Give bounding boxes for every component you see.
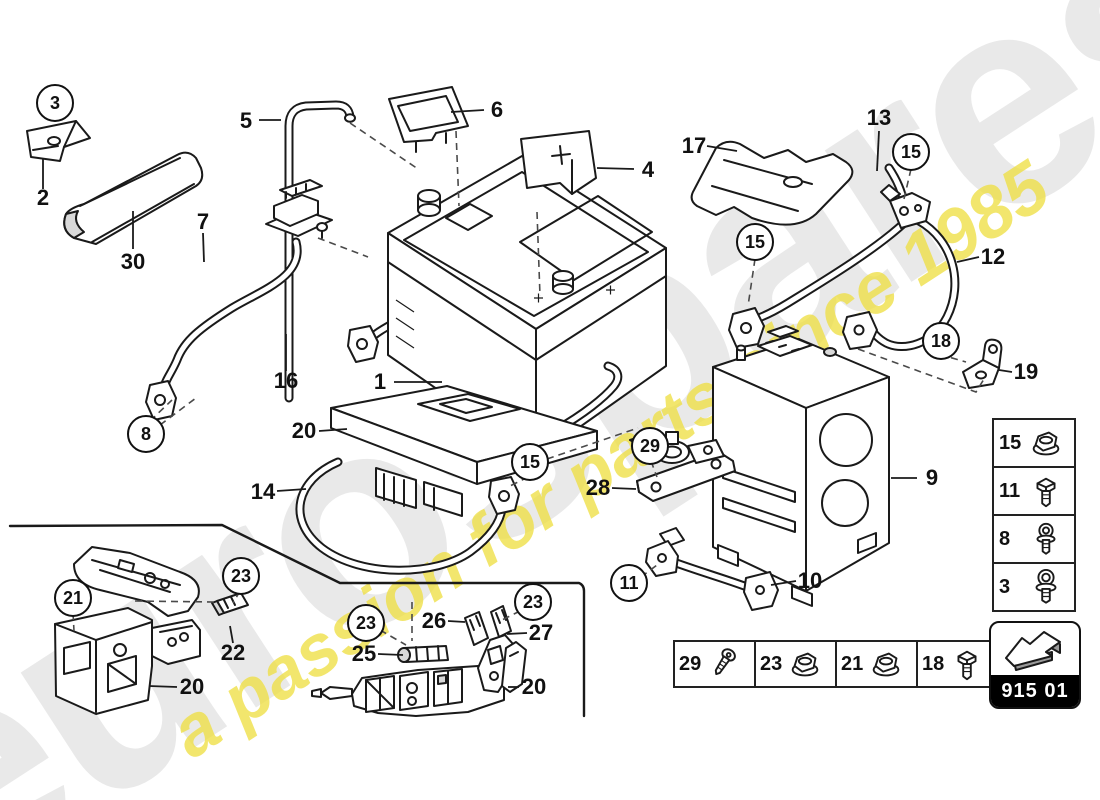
part-callout-1[interactable]: 1 <box>373 369 387 394</box>
screw-icon <box>705 645 743 683</box>
hex-bolt-icon <box>1027 472 1065 510</box>
part-callout-2[interactable]: 2 <box>36 185 50 210</box>
part-callout-27[interactable]: 27 <box>528 620 554 645</box>
part-callout-21[interactable]: 21 <box>54 579 92 617</box>
fastener-ref-11[interactable]: 11 <box>994 468 1074 516</box>
fastener-ref-8[interactable]: 8 <box>994 516 1074 564</box>
part-callout-10[interactable]: 10 <box>797 568 823 593</box>
fastener-ref-3[interactable]: 3 <box>994 564 1074 610</box>
part-callout-13[interactable]: 13 <box>866 105 892 130</box>
part-callout-5[interactable]: 5 <box>239 108 253 133</box>
battery-tray-drawing <box>712 325 890 607</box>
part-callout-20[interactable]: 20 <box>179 674 205 699</box>
fastener-ref-label: 23 <box>760 652 783 675</box>
ground-bracket-drawing <box>962 338 1003 389</box>
support-bracket-drawing <box>690 140 854 226</box>
part-callout-7[interactable]: 7 <box>196 209 210 234</box>
fastener-ref-label: 18 <box>922 652 945 675</box>
tray-bracket-drawing <box>645 527 779 611</box>
fastener-bottom-table: 29 23 21 18 <box>673 640 999 688</box>
part-callout-20[interactable]: 20 <box>291 418 317 443</box>
flange-nut-icon <box>786 645 824 683</box>
jump-start-cables-drawing <box>728 163 960 351</box>
part-callout-17[interactable]: 17 <box>681 133 707 158</box>
callout-leader-lines <box>42 109 1013 688</box>
part-callout-23[interactable]: 23 <box>347 604 385 642</box>
part-callout-29[interactable]: 29 <box>631 427 669 465</box>
part-callout-8[interactable]: 8 <box>127 415 165 453</box>
part-callout-4[interactable]: 4 <box>641 157 655 182</box>
part-callout-6[interactable]: 6 <box>490 97 504 122</box>
fastener-ref-label: 29 <box>679 652 702 675</box>
fastener-ref-21[interactable]: 21 <box>837 642 918 686</box>
washer-bolt-icon <box>1027 520 1065 558</box>
cable-sleeve-drawing <box>63 151 204 245</box>
clamp-bracket-drawing <box>26 120 91 162</box>
part-callout-30[interactable]: 30 <box>120 249 146 274</box>
part-callout-26[interactable]: 26 <box>421 608 447 633</box>
fastener-ref-29[interactable]: 29 <box>675 642 756 686</box>
fastener-ref-label: 11 <box>999 479 1021 502</box>
part-callout-12[interactable]: 12 <box>980 244 1006 269</box>
fastener-sidebar: 15 11 8 3 <box>992 418 1076 612</box>
part-callout-3[interactable]: 3 <box>36 84 74 122</box>
flange-nut-icon <box>867 645 905 683</box>
part-callout-18[interactable]: 18 <box>922 322 960 360</box>
part-callout-15[interactable]: 15 <box>511 443 549 481</box>
part-callout-23[interactable]: 23 <box>514 583 552 621</box>
positive-terminal-cover-drawing <box>520 130 597 195</box>
terminal-cover-drawing <box>388 86 469 153</box>
part-callout-22[interactable]: 22 <box>220 640 246 665</box>
part-callout-15[interactable]: 15 <box>736 223 774 261</box>
socket-bolt-icon <box>1027 568 1065 606</box>
fastener-ref-label: 15 <box>999 431 1022 454</box>
part-callout-11[interactable]: 11 <box>610 564 648 602</box>
inset-fuse-holder-drawing <box>311 605 527 717</box>
diagram-code-label: 915 01 <box>991 675 1079 707</box>
fastener-ref-label: 3 <box>999 575 1011 598</box>
fastener-ref-label: 8 <box>999 527 1011 550</box>
part-callout-16[interactable]: 16 <box>273 368 299 393</box>
part-callout-20[interactable]: 20 <box>521 674 547 699</box>
part-callout-23[interactable]: 23 <box>222 557 260 595</box>
part-callout-28[interactable]: 28 <box>585 475 611 500</box>
part-callout-14[interactable]: 14 <box>250 479 276 504</box>
part-callout-25[interactable]: 25 <box>351 641 377 666</box>
inset-boundary-line <box>8 523 586 718</box>
fastener-ref-23[interactable]: 23 <box>756 642 837 686</box>
inset-holder-assembly-drawing <box>54 546 249 715</box>
hex-bolt-icon <box>948 645 986 683</box>
breather-tube-drawing <box>284 100 356 403</box>
flange-nut-icon <box>1027 424 1065 462</box>
part-callout-19[interactable]: 19 <box>1013 359 1039 384</box>
battery-terminal-clamp-drawing <box>265 179 333 239</box>
part-callout-15[interactable]: 15 <box>892 133 930 171</box>
section-arrow-icon <box>991 623 1079 675</box>
fastener-ref-15[interactable]: 15 <box>994 420 1074 468</box>
part-callout-9[interactable]: 9 <box>925 465 939 490</box>
diagram-code-box[interactable]: 915 01 <box>989 621 1081 709</box>
fastener-ref-label: 21 <box>841 652 864 675</box>
fastener-ref-18[interactable]: 18 <box>918 642 997 686</box>
